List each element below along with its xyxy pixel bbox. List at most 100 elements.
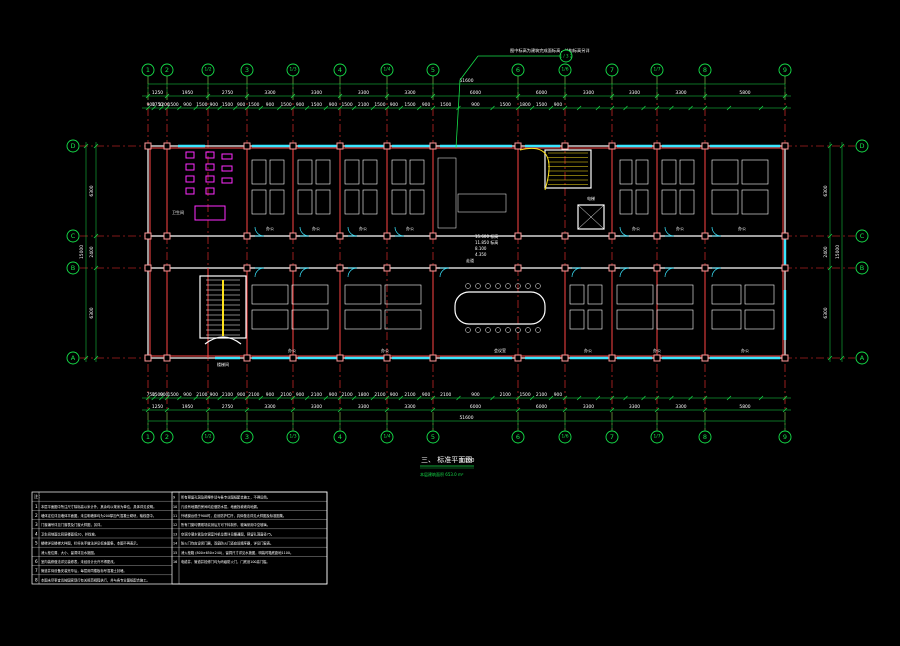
structural-column: [653, 232, 661, 240]
structural-column: [701, 142, 709, 150]
structural-column: [514, 354, 522, 362]
dim-bottom-main-label: 3300: [311, 404, 322, 410]
axis-bubble-label: 1/7: [653, 67, 660, 73]
structural-column: [243, 142, 251, 150]
dim-top-total: 51600: [460, 78, 474, 84]
dim-right-label: 2400: [823, 246, 829, 257]
structural-column: [608, 142, 616, 150]
door-swing: [711, 267, 722, 278]
chair: [535, 327, 541, 333]
structural-column: [383, 354, 391, 362]
axis-bubble-row: [66, 261, 80, 275]
desk: [251, 189, 267, 215]
dim-bottom-detail-tick: [370, 395, 376, 401]
chair: [535, 283, 541, 289]
desk: [569, 284, 585, 305]
room-label-office-north: 办公: [266, 225, 274, 231]
structural-column: [163, 264, 171, 272]
structural-column: [144, 264, 152, 272]
note-number: 14: [173, 542, 177, 546]
desk: [635, 159, 649, 185]
dim-bottom-main-label: 3300: [404, 404, 415, 410]
dim-bottom-detail-tick: [562, 395, 568, 401]
desk: [409, 189, 425, 215]
dim-right-total-tick: [839, 355, 845, 361]
dim-bottom-detail-tick: [244, 395, 250, 401]
axis-bubble-label: 2: [165, 433, 169, 441]
dim-right-tick: [827, 143, 833, 149]
dim-top-detail-tick: [290, 105, 296, 111]
dim-bottom-detail-tick: [304, 395, 310, 401]
dim-top-detail-tick: [193, 105, 198, 111]
dim-bottom-main-tick: [384, 407, 390, 413]
dim-top-detail-tick: [244, 105, 250, 111]
dim-bottom-main-label: 3300: [264, 404, 275, 410]
dim-top-detail-tick: [641, 105, 646, 111]
note-number: 15: [173, 551, 177, 555]
dim-top-detail-tick: [515, 105, 521, 111]
dim-top-detail-tick: [562, 105, 568, 111]
toilet-fixture: [185, 151, 195, 159]
room-label-office-north: 办公: [312, 225, 320, 231]
note-number: 13: [173, 532, 177, 536]
desk: [291, 284, 329, 305]
dim-top-detail-tick: [548, 105, 554, 111]
dim-bottom-detail-tick: [702, 395, 708, 401]
dim-left-label: 2400: [89, 246, 95, 257]
structural-column: [243, 354, 251, 362]
dim-bottom-detail-label: 900: [471, 392, 480, 398]
desk: [619, 189, 633, 215]
dim-bottom-main-tick: [205, 407, 211, 413]
dim-top-detail-tick: [351, 105, 357, 111]
dim-bottom-detail-tick: [669, 395, 674, 401]
dim-bottom-total: 51600: [460, 415, 474, 421]
dim-bottom-detail-tick: [145, 395, 151, 401]
dim-top-detail-tick: [145, 105, 151, 111]
drawing-subtitle: 本层建筑面积 653.0 m²: [420, 471, 464, 477]
dim-right-total-label: 15000: [835, 245, 841, 259]
dim-left-total-tick: [83, 143, 89, 149]
dim-left-label: 6300: [89, 185, 95, 196]
dim-bottom-main-tick: [515, 407, 521, 413]
desk: [344, 189, 360, 215]
dim-bottom-detail-tick: [490, 395, 495, 401]
note-number: 4: [35, 531, 38, 536]
structural-column: [781, 232, 789, 240]
sink-counter: [194, 205, 226, 221]
note-text: 门窗编号详见门窗表及门窗大样图，另详。: [41, 522, 104, 527]
callout-ref: 1 / 3 2: [560, 54, 573, 59]
structural-column: [781, 142, 789, 150]
toilet-fixture: [205, 151, 215, 159]
drawing-scale: 1:100: [460, 458, 474, 464]
structural-column: [701, 232, 709, 240]
dim-top-detail-label: 1500: [341, 102, 352, 108]
chair: [495, 327, 501, 333]
dim-top-main-label: 3300: [675, 90, 686, 96]
dim-right-total-tick: [839, 143, 845, 149]
dim-top-detail-tick: [782, 105, 788, 111]
dim-top-detail-tick: [490, 105, 495, 111]
stair-curve: [519, 148, 550, 191]
dim-bottom-detail-tick: [205, 395, 211, 401]
urinal-fixture: [221, 165, 233, 172]
dim-bottom-detail-tick: [688, 395, 693, 401]
room-label-office-south: 办公: [288, 347, 296, 353]
fixtures: 卫生间楼梯间电梯会议室办公办公办公办公办公办公办公办公办公办公办公办公走道15.…: [172, 148, 775, 367]
note-number: 10: [173, 505, 177, 509]
door-swing: [571, 267, 582, 278]
dim-bottom-main-tick: [782, 407, 788, 413]
dim-left-tick: [93, 233, 99, 239]
dim-top-detail-tick: [276, 105, 282, 111]
dim-top-detail-label: 1500: [281, 102, 292, 108]
dim-bottom-detail-tick: [416, 395, 422, 401]
structural-column: [561, 232, 569, 240]
axis-bubble-label: 3: [245, 433, 249, 441]
top-callout: 图中标高为建筑完成面标高，结构标高另详 1 / 3 2: [455, 47, 590, 149]
dim-top-main-label: 3300: [264, 90, 275, 96]
axis-bubble-label: 3: [245, 66, 249, 74]
dim-top-detail-label: 1500: [311, 102, 322, 108]
desk: [741, 189, 769, 215]
door-swing: [711, 226, 722, 237]
dim-top-detail-tick: [159, 105, 164, 111]
stair-box: [199, 275, 247, 339]
